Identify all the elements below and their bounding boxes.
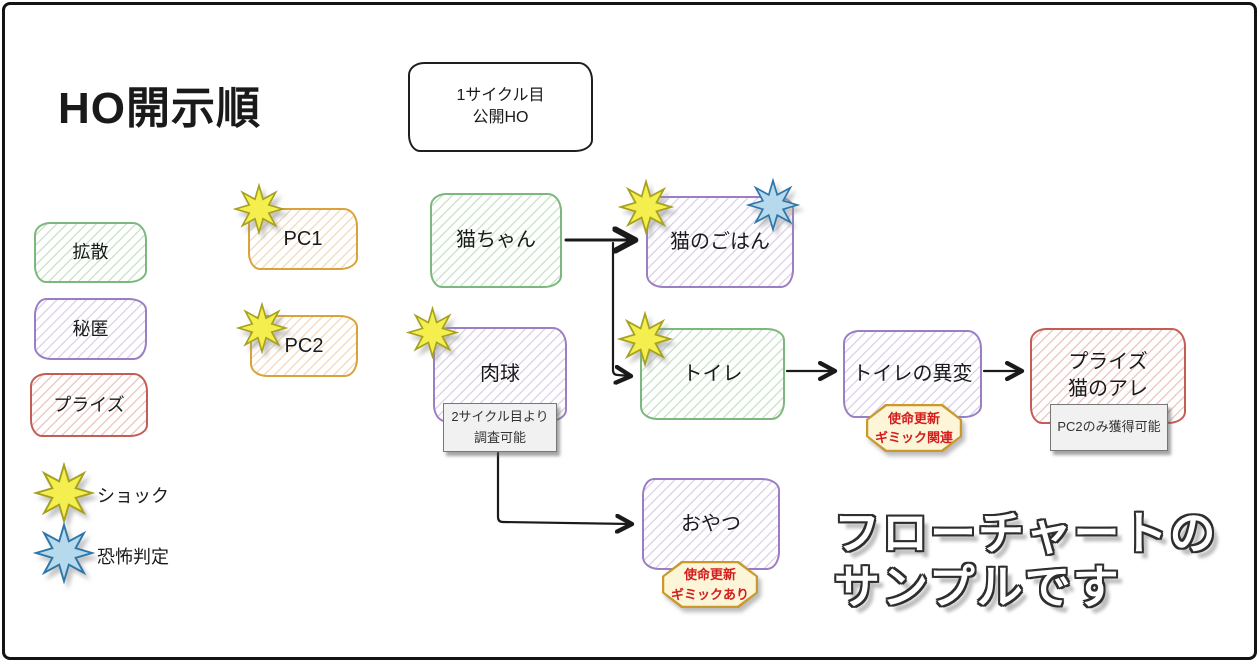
shock-star-icon [33,462,95,524]
snack-badge-body: 使命更新 ギミックあり [664,563,756,606]
legend-secret-label: 秘匿 [72,318,109,339]
node-prize-line2: 猫のアレ [1068,378,1148,400]
snack-badge-line1: 使命更新 [683,567,736,582]
legend-box-diffuse: 拡散 [34,222,147,283]
legend-box-prize: プライズ [30,373,148,437]
legend-fear-label: 恐怖判定 [97,547,169,567]
snack-badge: 使命更新 ギミックあり [662,561,758,608]
pc1-label: PC1 [283,227,323,250]
legend-diffuse-label: 拡散 [72,242,109,263]
food-fear-star-icon [746,178,800,232]
watermark-line2: サンプルです [834,561,1121,614]
paw-note: 2サイクル目より 調査可能 [443,403,557,452]
snack-badge-line2: ギミックあり [670,586,749,602]
arrow-paw-to-snack [496,451,631,524]
prize-note: PC2のみ獲得可能 [1050,404,1168,451]
watermark-text: フローチャートの サンプルです [834,506,1218,615]
legend-prize-label: プライズ [53,394,125,415]
toilet-change-badge-line1: 使命更新 [887,410,940,426]
legend-shock-label: ショック [97,486,169,506]
start-node: 1サイクル目 公開HO [408,62,593,152]
toilet-change-badge: 使命更新 ギミック関連 [866,404,962,452]
pc2-shock-star-icon [236,302,288,354]
start-node-line2: 公開HO [472,109,529,126]
page-title: HO開示順 [58,84,261,133]
paw-note-line2: 調査可能 [473,429,526,445]
paw-note-line1: 2サイクル目より [451,409,549,425]
toilet-change-badge-body: 使命更新 ギミック関連 [868,406,960,450]
node-toilet-label: トイレ [682,362,743,385]
node-snack-label: おやつ [681,512,741,535]
food-shock-star-icon [618,179,674,235]
toilet-change-badge-border: 使命更新 ギミック関連 [866,404,962,452]
pc1-shock-star-icon [233,183,285,235]
snack-badge-border: 使命更新 ギミックあり [662,561,758,608]
node-toilet-change-label: トイレの異変 [852,362,973,385]
toilet-shock-star-icon [617,311,673,367]
node-prize-line1: プライズ [1068,351,1148,373]
pc1-node: PC1 [248,208,358,270]
start-node-line1: 1サイクル目 [456,87,545,105]
pc2-label: PC2 [284,334,324,357]
legend-box-secret: 秘匿 [34,298,147,360]
toilet-change-badge-line2: ギミック関連 [874,430,953,445]
node-cat: 猫ちゃん [430,193,562,288]
node-food-label: 猫のごはん [670,230,770,253]
pc2-node: PC2 [250,315,358,377]
fear-star-icon [33,522,95,584]
prize-note-text: PC2のみ獲得可能 [1057,419,1161,435]
paw-shock-star-icon [406,306,459,359]
node-toilet-change: トイレの異変 [843,330,982,418]
node-toilet: トイレ [640,328,785,420]
node-cat-label: 猫ちゃん [456,229,536,251]
node-paw-label: 肉球 [480,363,520,385]
node-snack: おやつ [642,478,780,570]
watermark-line1: フローチャートの [834,507,1218,559]
